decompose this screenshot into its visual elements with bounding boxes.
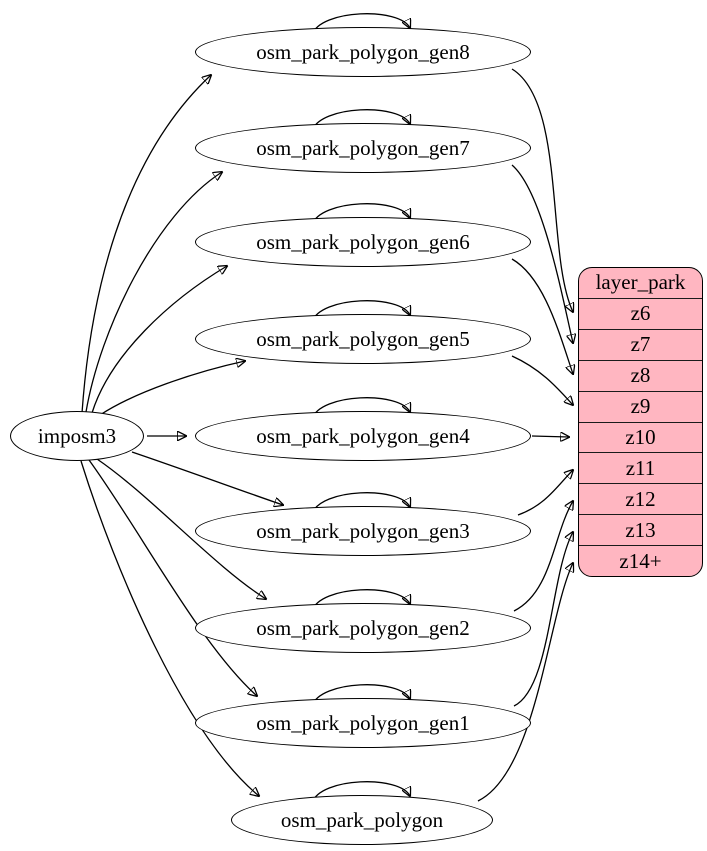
edge-gen2-to-z12 xyxy=(513,501,573,612)
edge-gen7-to-z7 xyxy=(511,164,573,343)
edge-gen6-to-z8 xyxy=(511,258,573,374)
node-osm-park-polygon-gen1: osm_park_polygon_gen1 xyxy=(195,698,531,748)
node-label: osm_park_polygon_gen1 xyxy=(256,710,470,735)
node-label: osm_park_polygon xyxy=(280,807,444,832)
edge-gen4-to-z10 xyxy=(531,436,569,437)
layer-park-row-z7: z7 xyxy=(579,328,702,360)
edge-imposm3-to-gen3 xyxy=(131,451,283,505)
edge-gen3-to-z11 xyxy=(517,470,573,516)
edge-imposm3-to-gen8 xyxy=(81,75,211,414)
layer-park-row-z8: z8 xyxy=(579,359,702,391)
node-osm-park-polygon-gen3: osm_park_polygon_gen3 xyxy=(195,506,531,556)
edge-imposm3-to-gen1 xyxy=(88,459,257,696)
self-loop-polygon xyxy=(311,781,410,804)
node-imposm3: imposm3 xyxy=(10,411,144,461)
node-label: osm_park_polygon_gen7 xyxy=(256,135,470,160)
edge-imposm3-to-gen6 xyxy=(91,266,227,414)
node-label: osm_park_polygon_gen2 xyxy=(256,615,470,640)
node-osm-park-polygon: osm_park_polygon xyxy=(231,795,493,845)
node-osm-park-polygon-gen7: osm_park_polygon_gen7 xyxy=(195,123,531,173)
edge-polygon-to-z14 xyxy=(477,563,573,802)
node-label: osm_park_polygon_gen3 xyxy=(256,518,470,543)
edge-imposm3-to-gen7 xyxy=(85,172,222,413)
node-osm-park-polygon-gen6: osm_park_polygon_gen6 xyxy=(195,217,531,267)
node-label: osm_park_polygon_gen5 xyxy=(256,326,470,351)
layer-park-record: layer_park z6 z7 z8 z9 z10 z11 z12 z13 z… xyxy=(578,267,703,577)
node-label: osm_park_polygon_gen4 xyxy=(256,423,470,448)
layer-park-row-z6: z6 xyxy=(579,297,702,329)
node-label: osm_park_polygon_gen8 xyxy=(256,39,470,64)
edge-imposm3-to-gen5 xyxy=(99,361,245,416)
layer-park-row-z9: z9 xyxy=(579,390,702,422)
node-osm-park-polygon-gen4: osm_park_polygon_gen4 xyxy=(195,411,531,461)
layer-park-header: layer_park xyxy=(595,270,686,295)
layer-park-row-z14plus: z14+ xyxy=(579,545,702,576)
node-osm-park-polygon-gen8: osm_park_polygon_gen8 xyxy=(195,27,531,77)
node-label: osm_park_polygon_gen6 xyxy=(256,229,470,254)
layer-park-row-z12: z12 xyxy=(579,483,702,514)
edge-gen8-to-z6 xyxy=(511,68,573,312)
layer-park-row-z10: z10 xyxy=(579,421,702,453)
layer-park-row-z11: z11 xyxy=(579,452,702,483)
node-osm-park-polygon-gen2: osm_park_polygon_gen2 xyxy=(195,603,531,653)
edge-imposm3-to-gen2 xyxy=(96,458,266,599)
edge-gen5-to-z9 xyxy=(511,355,573,405)
layer-park-row-z13: z13 xyxy=(579,514,702,545)
edge-gen1-to-z13 xyxy=(513,532,573,707)
node-osm-park-polygon-gen5: osm_park_polygon_gen5 xyxy=(195,314,531,364)
edge-imposm3-to-polygon xyxy=(80,460,259,796)
node-imposm3-label: imposm3 xyxy=(37,423,117,448)
